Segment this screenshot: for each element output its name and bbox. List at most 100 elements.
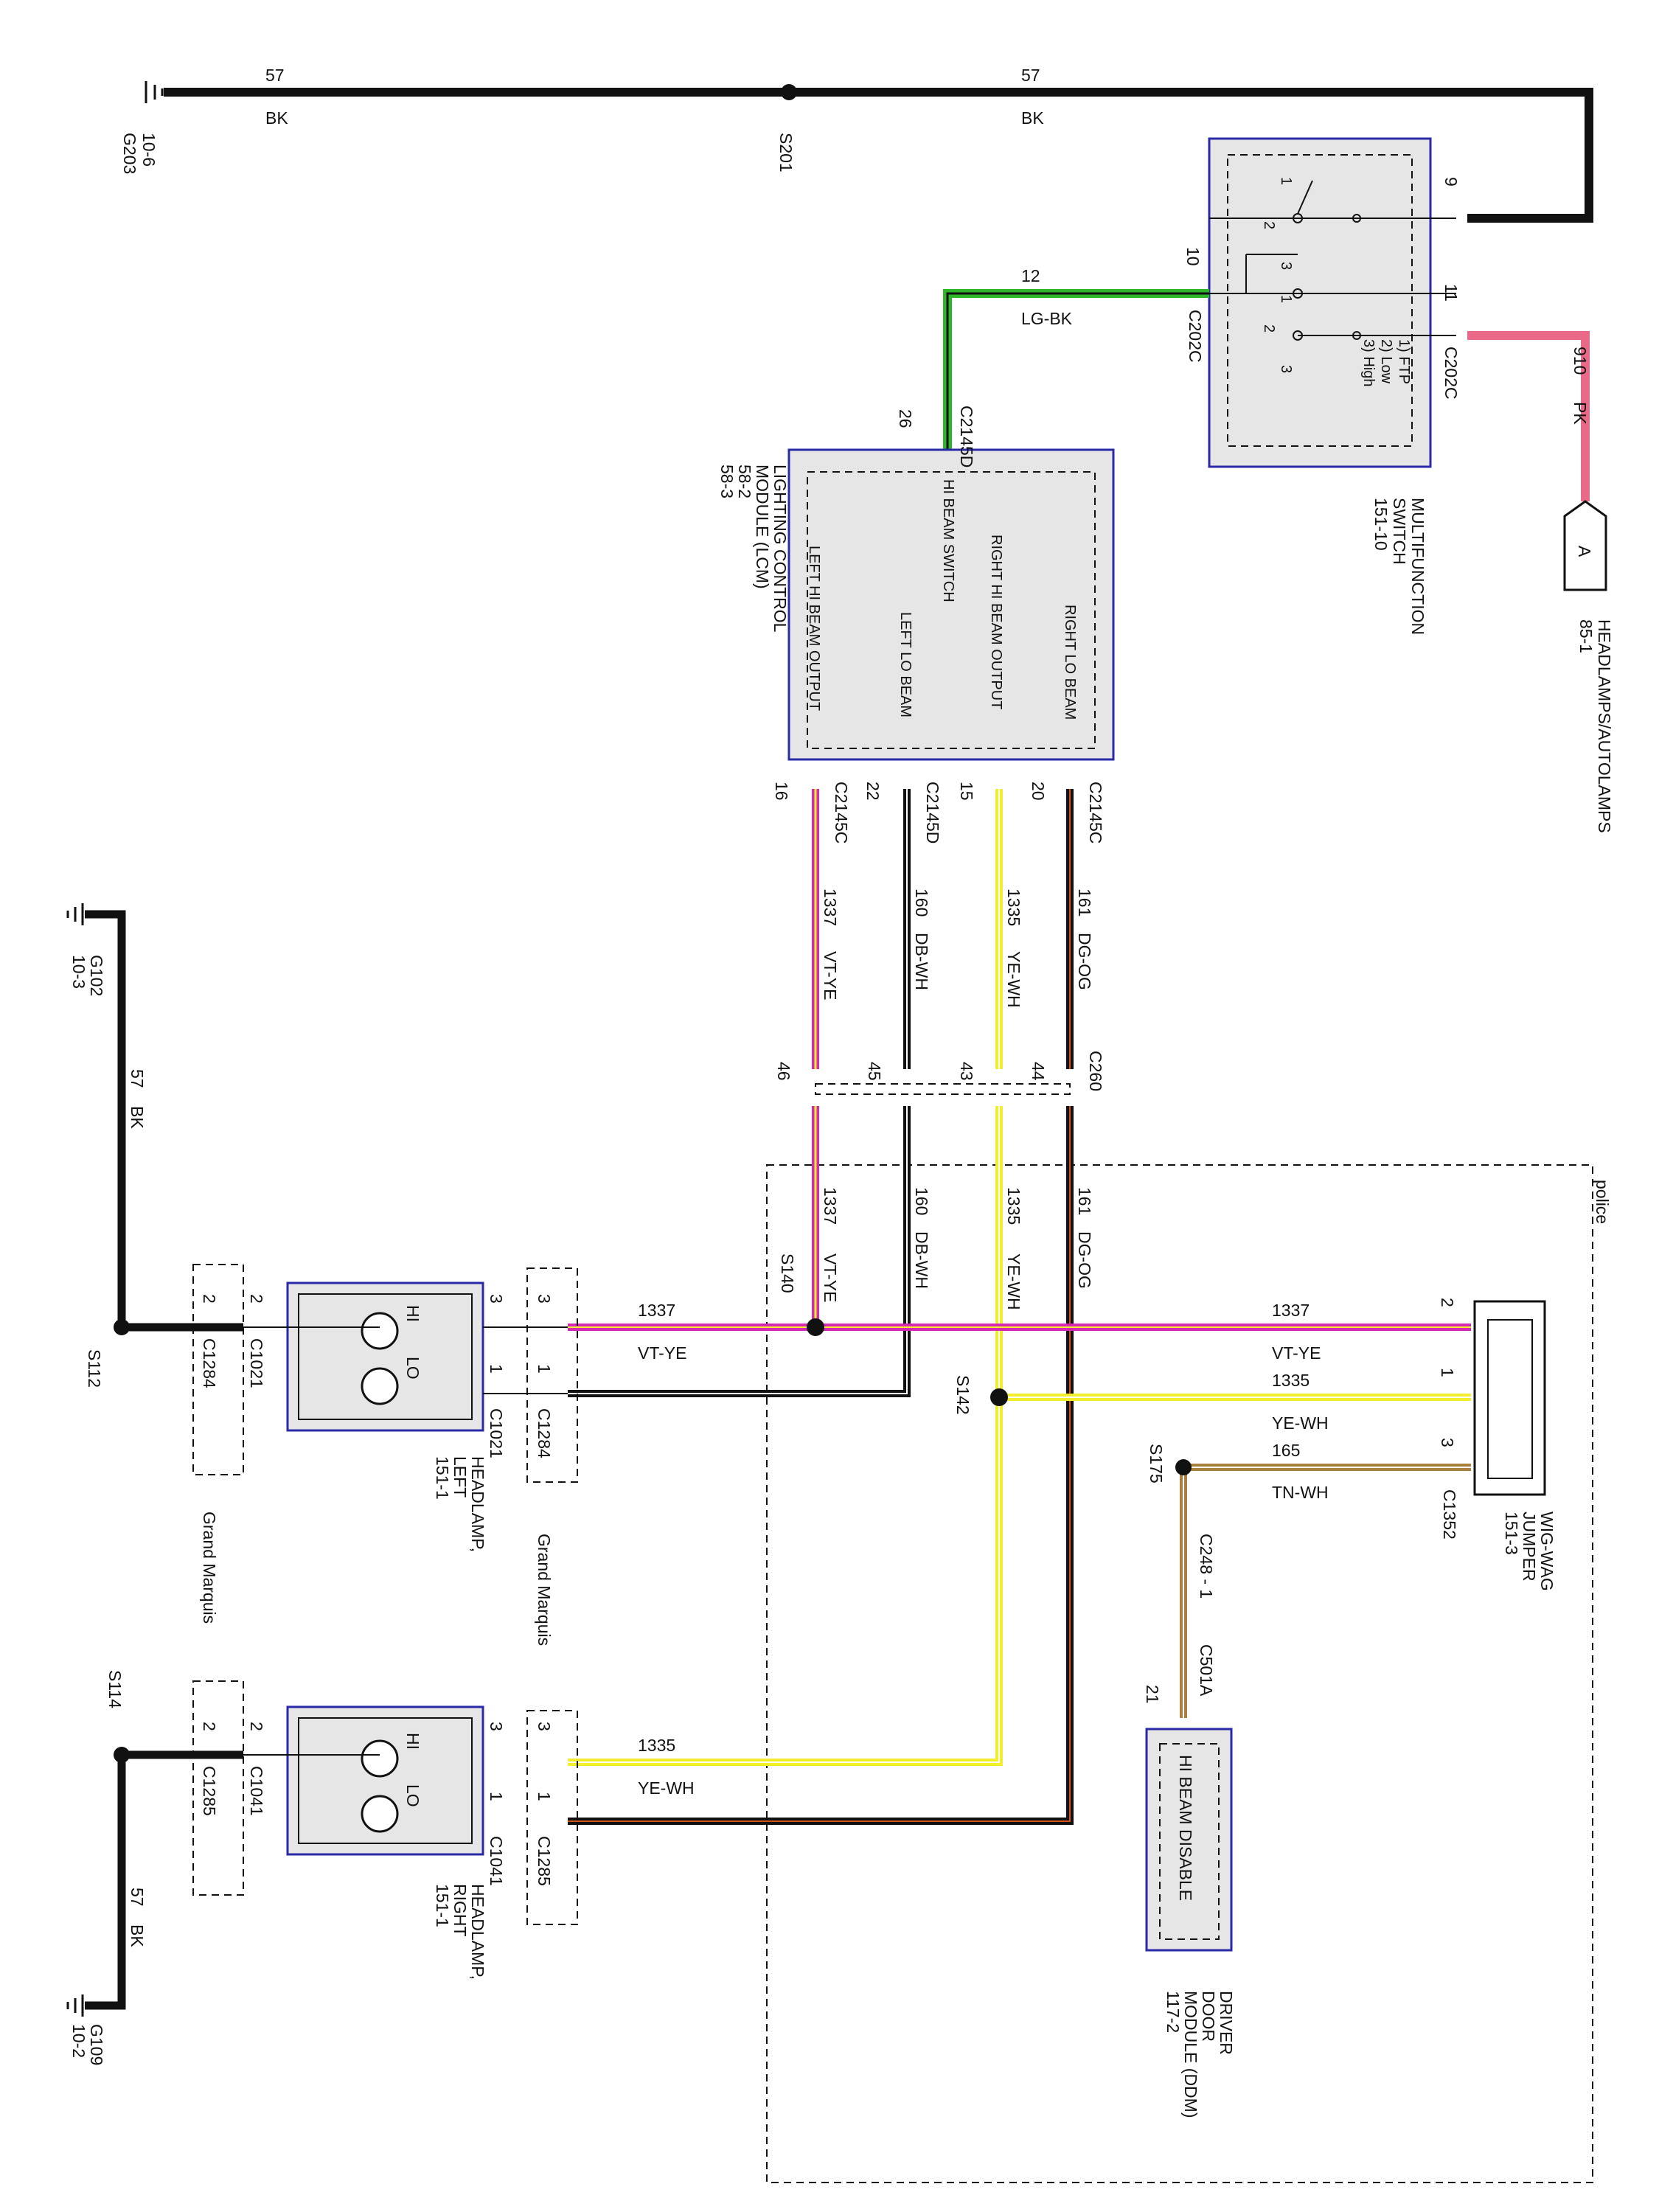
c260-pin-46: 46 xyxy=(774,1062,793,1081)
ground-g102-ref: 10-3 xyxy=(69,955,88,989)
c260-pin-44: 44 xyxy=(1029,1062,1048,1081)
lcm-name-2: MODULE (LCM) xyxy=(753,465,772,589)
lcm-pin-22: 22 xyxy=(863,782,883,801)
headlamp-right-lo-bulb-icon xyxy=(361,1795,399,1833)
multifunction-name-2: SWITCH xyxy=(1390,498,1409,565)
hl-left-pin-2b: 2 xyxy=(247,1294,266,1304)
switch-legend-low: 2) Low xyxy=(1378,339,1394,384)
wigwag-connector: C1352 xyxy=(1440,1489,1459,1540)
wire-1337-label-b: 1337 xyxy=(821,1187,840,1225)
headlamp-right-name-1: HEADLAMP, xyxy=(468,1884,487,1980)
lcm-pin-16: 16 xyxy=(772,782,791,801)
headlamp-right-ref: 151-1 xyxy=(433,1884,452,1927)
wire-tnwh-label: TN-WH xyxy=(1272,1483,1329,1502)
wigwag-name-2: JUMPER xyxy=(1520,1512,1539,1582)
headlamps-connector-letter: A xyxy=(1575,546,1594,557)
wire-57-label-b: 57 xyxy=(1021,66,1040,85)
grand-marquis-a: Grand Marquis xyxy=(200,1512,219,1624)
wire-1335-label-b: 1335 xyxy=(1004,1187,1023,1225)
ground-g109-symbol xyxy=(66,1994,84,2017)
grand-marquis-b: Grand Marquis xyxy=(535,1534,554,1646)
wire-910-label: 910 xyxy=(1571,347,1590,375)
wire-1337-label-c: 1337 xyxy=(638,1301,675,1320)
wire-dgog-label-a: DG-OG xyxy=(1075,933,1094,990)
wire-165-label: 165 xyxy=(1272,1441,1300,1460)
multifunction-name-1: MULTIFUNCTION xyxy=(1408,498,1427,635)
lcm-pin-15: 15 xyxy=(957,782,976,801)
wire-1335-label-d: 1335 xyxy=(638,1736,675,1755)
wire-lgbk-label: LG-BK xyxy=(1021,309,1073,328)
headlamps-connector-ref: 85-1 xyxy=(1576,619,1596,653)
hl-left-c1021-b: C1021 xyxy=(487,1408,506,1458)
wire-1335-lower xyxy=(568,1106,1003,1766)
lcm-c2145d-b: C2145D xyxy=(923,782,942,844)
ddm-name-1: DRIVER xyxy=(1217,1991,1236,2055)
wire-57-bk-right xyxy=(85,1755,126,2010)
ddm-box xyxy=(1145,1728,1233,1952)
wire-vtye-label-a: VT-YE xyxy=(821,951,840,1000)
lcm-right-hi-beam: RIGHT HI BEAM OUTPUT xyxy=(988,535,1004,709)
switch-legend-high: 3) High xyxy=(1360,339,1377,386)
wigwag-pin-2: 2 xyxy=(1438,1298,1457,1307)
splice-s114-label: S114 xyxy=(105,1670,125,1708)
wire-161-label-b: 161 xyxy=(1075,1187,1094,1215)
ground-g109-ref: 10-2 xyxy=(69,2024,88,2058)
wire-57-label-a: 57 xyxy=(265,66,285,85)
lcm-ref-2: 58-3 xyxy=(717,465,737,498)
lcm-left-hi-beam: LEFT HI BEAM OUTPUT xyxy=(806,546,822,711)
splice-s140 xyxy=(807,1318,824,1336)
wigwag-pin-3: 3 xyxy=(1438,1438,1457,1447)
lcm-inner xyxy=(807,471,1096,749)
headlamps-connector-name: HEADLAMPS/AUTOLAMPS xyxy=(1595,619,1614,833)
ddm-name-3: MODULE (DDM) xyxy=(1181,1991,1200,2118)
wire-1337-label-a: 1337 xyxy=(821,888,840,926)
wire-yewh-label-c: YE-WH xyxy=(1272,1413,1329,1433)
hl-right-pin-3a: 3 xyxy=(487,1722,506,1731)
wire-1335-label-a: 1335 xyxy=(1004,888,1023,926)
hl-right-pin-3b: 3 xyxy=(535,1722,554,1731)
lcm-c2145c-b: C2145C xyxy=(1086,782,1105,844)
headlamps-connector-a xyxy=(1563,500,1607,591)
splice-s142-label: S142 xyxy=(953,1375,973,1415)
multifunction-switch-inner xyxy=(1227,154,1413,447)
hl-left-c1284-a: C1284 xyxy=(200,1338,219,1388)
lcm-c2145d-top: C2145D xyxy=(957,406,976,467)
wire-161-label-a: 161 xyxy=(1075,888,1094,917)
hl-right-pin-1a: 1 xyxy=(487,1792,506,1801)
wire-910-pk xyxy=(1467,331,1590,501)
wire-57-label-d: 57 xyxy=(128,1888,147,1907)
wire-57-bk-left xyxy=(85,910,126,1327)
headlamp-left-lo: LO xyxy=(403,1357,422,1380)
ground-g203-ref: 10-6 xyxy=(139,133,159,167)
lcm-ref-1: 58-2 xyxy=(735,465,754,498)
headlamp-right-hi-bulb-icon xyxy=(361,1739,399,1778)
wire-yewh-label-d: YE-WH xyxy=(638,1778,695,1798)
wire-57-label-c: 57 xyxy=(128,1069,147,1088)
wigwag-name-1: WIG-WAG xyxy=(1537,1512,1557,1591)
wire-dbwh-label-b: DB-WH xyxy=(912,1231,931,1289)
hl-right-pin-2b: 2 xyxy=(247,1722,266,1731)
wire-12-lgbk xyxy=(943,289,1209,450)
splice-s201-label: S201 xyxy=(776,133,796,173)
wire-1337-label-d: 1337 xyxy=(1272,1301,1310,1320)
splice-s175 xyxy=(1175,1459,1192,1475)
wire-160-label-b: 160 xyxy=(912,1187,931,1215)
ddm-c248: C248 - 1 xyxy=(1197,1534,1216,1599)
lcm-left-lo-beam: LEFT LO BEAM xyxy=(897,612,914,717)
c1285-left-dash xyxy=(192,1680,244,1896)
multifunction-ref: 151-10 xyxy=(1371,498,1391,551)
ground-g102-symbol xyxy=(66,903,84,925)
c260-pin-43: 43 xyxy=(957,1062,976,1081)
ddm-name-2: DOOR xyxy=(1199,1991,1218,2042)
ground-g203-symbol xyxy=(145,81,164,103)
hl-left-pin-3b: 3 xyxy=(535,1294,554,1304)
hl-left-pin-2a: 2 xyxy=(200,1294,219,1304)
headlamp-left-lo-bulb-icon xyxy=(361,1367,399,1405)
c1284-right-dash xyxy=(526,1267,578,1483)
pin-9: 9 xyxy=(1441,177,1461,187)
ground-g102-label: G102 xyxy=(87,955,106,996)
hl-right-pin-2a: 2 xyxy=(200,1722,219,1731)
hl-right-c1041-a: C1041 xyxy=(247,1766,266,1816)
switch-pos-2a: 2 xyxy=(1261,221,1277,229)
wire-vtye-label-c: VT-YE xyxy=(638,1343,686,1363)
